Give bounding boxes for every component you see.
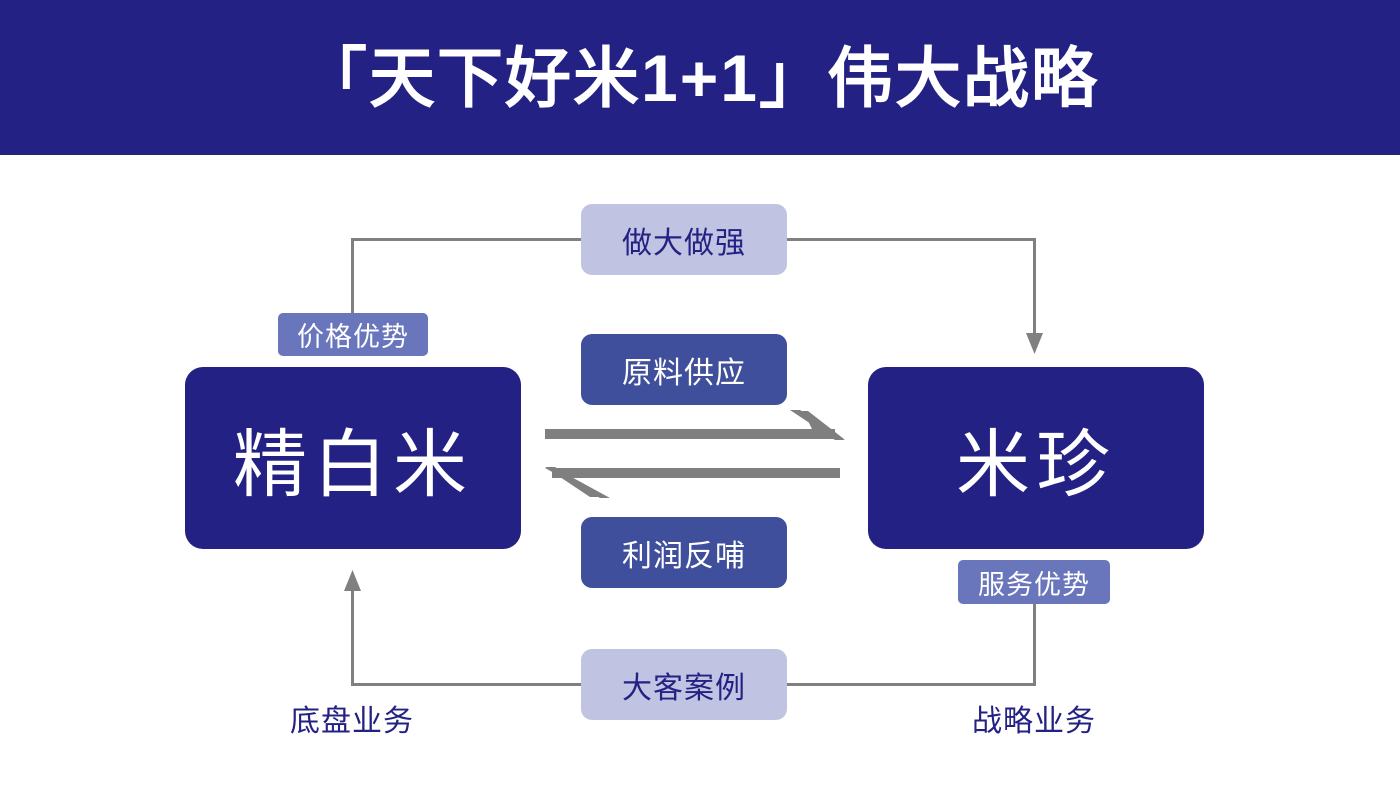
case-arrowhead-icon — [344, 570, 361, 591]
tag-price-advantage[interactable]: 价格优势 — [278, 313, 428, 356]
profit-arrow — [545, 467, 840, 498]
flow-chip-profit[interactable]: 利润反哺 — [581, 517, 787, 588]
flow-chip-case-label: 大客案例 — [622, 671, 746, 705]
tag-service-advantage[interactable]: 服务优势 — [958, 560, 1110, 604]
flow-chip-case[interactable]: 大客案例 — [581, 649, 787, 720]
diagram-canvas: 精白米 米珍 价格优势 服务优势 做大做强 原料供应 利润反哺 大客案例 底盘业… — [0, 155, 1400, 788]
tag-price-advantage-label: 价格优势 — [297, 322, 409, 352]
pillar-left-label: 精白米 — [233, 422, 473, 506]
tag-service-advantage-label: 服务优势 — [978, 569, 1090, 600]
flow-chip-supply-label: 原料供应 — [622, 356, 746, 390]
flow-chip-profit-label: 利润反哺 — [622, 539, 746, 573]
caption-right-business: 战略业务 — [972, 705, 1096, 738]
pillar-right-label: 米珍 — [956, 422, 1116, 506]
header-banner: 「天下好米1+1」伟大战略 — [0, 0, 1400, 155]
flow-chip-scale-label: 做大做强 — [622, 226, 746, 260]
flow-chip-scale[interactable]: 做大做强 — [581, 204, 787, 275]
page-title: 「天下好米1+1」伟大战略 — [301, 40, 1099, 115]
pillar-box-left[interactable]: 精白米 — [185, 367, 521, 549]
supply-arrow — [545, 410, 845, 440]
flow-chip-supply[interactable]: 原料供应 — [581, 334, 787, 405]
pillar-box-right[interactable]: 米珍 — [868, 367, 1204, 549]
caption-left-business: 底盘业务 — [290, 705, 414, 738]
scale-arrowhead-icon — [1026, 333, 1043, 354]
